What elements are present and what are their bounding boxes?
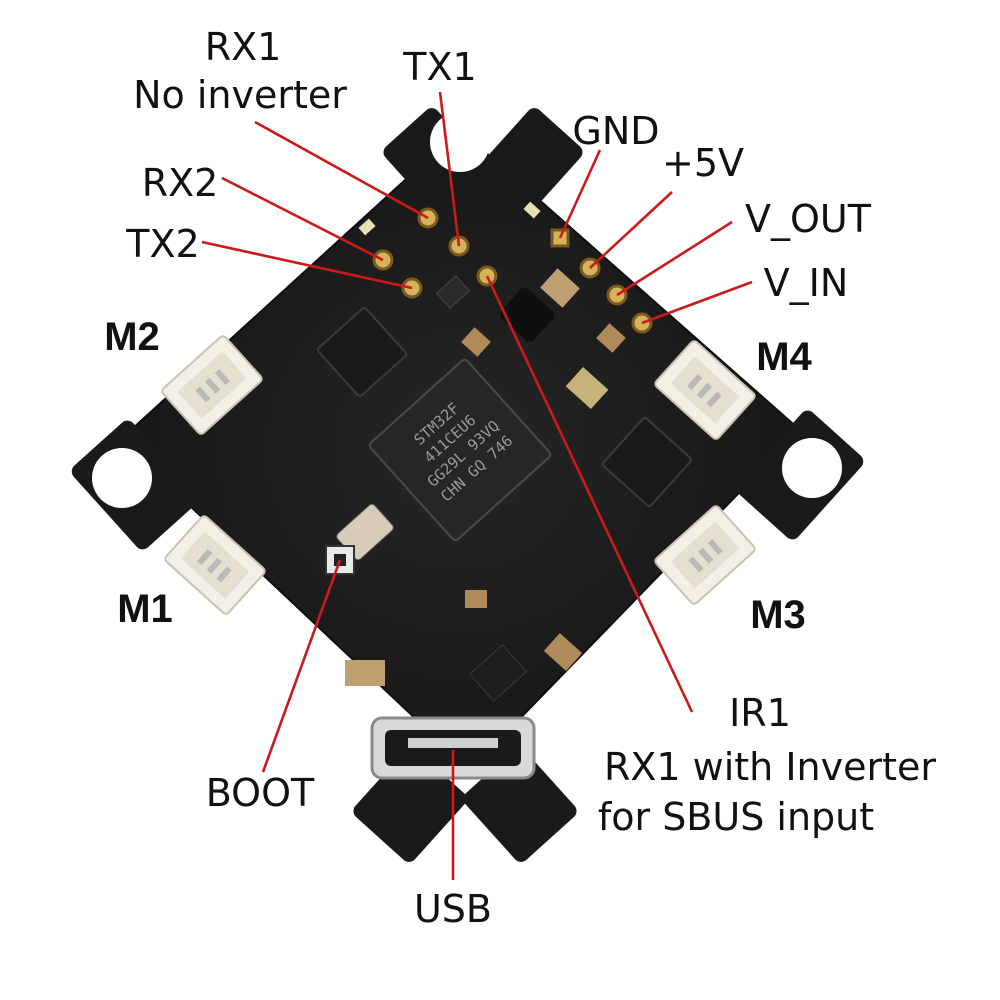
crystal	[565, 366, 609, 410]
motor-connector-m1	[164, 515, 266, 615]
label-vout: V_OUT	[745, 197, 872, 241]
label-m3: M3	[750, 593, 806, 637]
mount-notch-top	[430, 112, 490, 172]
label-vin: V_IN	[764, 261, 849, 305]
gyro-chip	[317, 307, 407, 397]
label-tx2: TX2	[125, 222, 199, 266]
leader-gnd	[558, 149, 602, 239]
leader-rx2	[221, 176, 384, 262]
pin-labels: RX1 No inverter TX1 RX2 TX2 GND +5V V_OU…	[104, 25, 936, 931]
inductor	[499, 287, 555, 343]
esc-chip	[602, 417, 692, 507]
label-m4: M4	[756, 335, 812, 379]
label-tx1: TX1	[402, 45, 476, 89]
leader-lines	[201, 91, 753, 880]
motor-connector-m3	[654, 505, 756, 605]
leader-tx2	[201, 240, 413, 290]
label-ir1: IR1	[729, 691, 791, 735]
label-m1: M1	[117, 587, 173, 631]
mcu-chip: STM32F 411CEU6 GG29L 93VQ CHN GQ 746	[368, 358, 552, 542]
label-rx1-note: No inverter	[133, 73, 347, 117]
mount-notch-bottom	[433, 828, 493, 888]
label-m2: M2	[104, 315, 160, 359]
smd-components	[325, 201, 626, 702]
mount-tab-top-right	[483, 108, 583, 208]
mount-notch-left	[92, 448, 152, 508]
label-rx2: RX2	[142, 161, 219, 205]
label-gnd: GND	[572, 109, 659, 153]
leader-rx1	[254, 120, 429, 220]
leader-ir1	[485, 275, 694, 713]
motor-connector-m2	[161, 335, 263, 435]
mount-notch-right	[782, 438, 842, 498]
label-usb: USB	[414, 887, 492, 931]
motor-connector-m4	[654, 340, 756, 440]
leader-5v	[589, 191, 673, 269]
label-boot: BOOT	[206, 771, 315, 815]
label-rx1: RX1	[205, 25, 282, 69]
leader-tx1	[438, 91, 461, 247]
usb-port	[370, 716, 536, 780]
label-ir1-line2: RX1 with Inverter	[604, 745, 936, 789]
label-ir1-line3: for SBUS input	[598, 795, 874, 839]
leader-vout	[616, 220, 733, 297]
label-5v: +5V	[662, 141, 744, 185]
mount-tab-top-left	[383, 108, 483, 208]
secondary-chips	[317, 307, 692, 507]
leader-boot	[261, 559, 342, 773]
leader-vin	[641, 280, 753, 325]
